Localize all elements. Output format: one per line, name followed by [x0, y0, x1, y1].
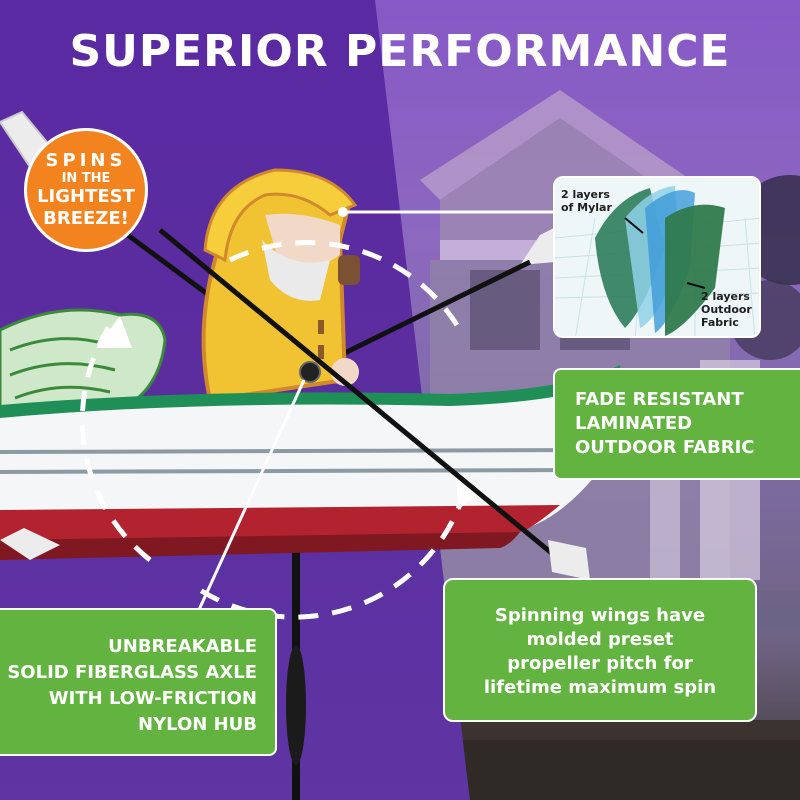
callout-line: WITH LOW-FRICTION [48, 688, 257, 709]
callout-line: SOLID FIBERGLASS AXLE [7, 662, 257, 683]
callout-line: UNBREAKABLE [108, 636, 257, 657]
callout-line: propeller pitch for [507, 653, 693, 674]
callout-line: NYLON HUB [138, 714, 257, 735]
badge-line-1: SPINS [45, 149, 127, 171]
axle-callout: UNBREAKABLE SOLID FIBERGLASS AXLE WITH L… [0, 608, 277, 756]
callout-line: LAMINATED [575, 413, 693, 434]
callout-line: lifetime maximum spin [483, 677, 717, 698]
wing-layers-illustration [555, 178, 759, 336]
spins-badge: SPINS IN THE LIGHTEST BREEZE! [24, 128, 148, 252]
fabric-label: 2 layers Outdoor Fabric [701, 290, 752, 329]
wing-layers-inset: 2 layers of Mylar 2 layers Outdoor Fabri… [553, 176, 761, 338]
rotation-arrow-icon [96, 316, 482, 510]
callout-line: molded preset [526, 629, 674, 650]
badge-line-3: LIGHTEST [37, 185, 135, 207]
spinning-wings-callout: Spinning wings have molded preset propel… [443, 578, 757, 722]
callout-line: Spinning wings have [494, 605, 706, 626]
page-title: SUPERIOR PERFORMANCE [69, 26, 731, 77]
callout-line: OUTDOOR FABRIC [575, 437, 755, 458]
fade-resistant-callout: FADE RESISTANT LAMINATED OUTDOOR FABRIC [553, 368, 800, 480]
mylar-label: 2 layers of Mylar [561, 188, 612, 214]
badge-line-2: IN THE [61, 170, 111, 186]
badge-line-4: BREEZE! [43, 207, 129, 229]
callout-line: FADE RESISTANT [575, 389, 744, 410]
